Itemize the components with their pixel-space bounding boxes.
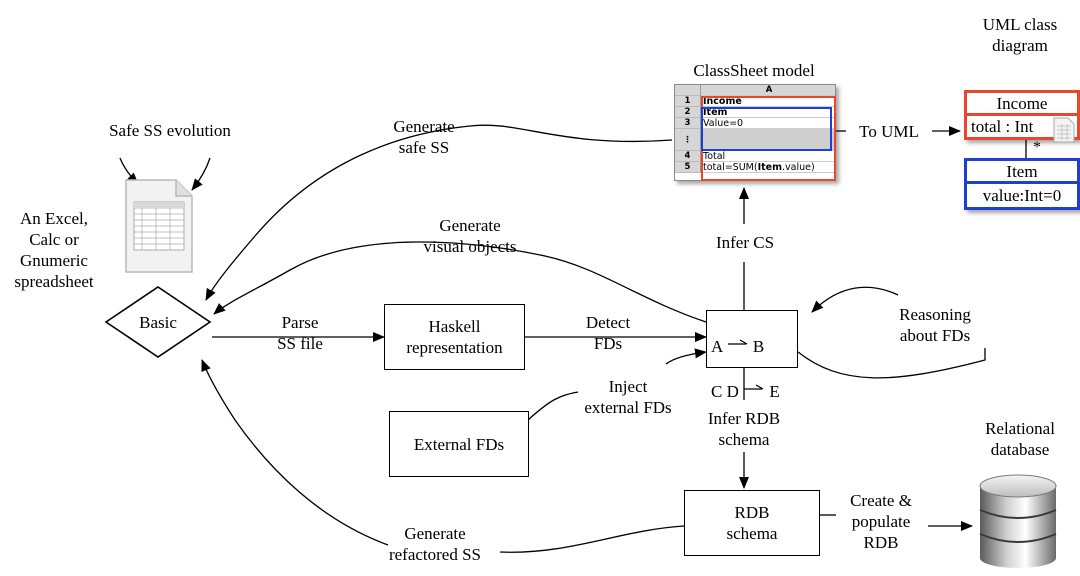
label-inject: Inject external FDs bbox=[584, 377, 672, 417]
arrow-generate-safe bbox=[205, 124, 673, 301]
label-generate-refactored: Generate refactored SS bbox=[388, 524, 482, 564]
label-parse: Parse SS file bbox=[277, 313, 323, 353]
label-generate-visual: Generate visual objects bbox=[423, 216, 517, 256]
line-reasoning-out bbox=[797, 348, 986, 379]
classsheet-table: A 1 Income 2 Item 3 Value=0 ⋮ 4 Total 5 … bbox=[674, 84, 836, 181]
label-infer-cs: Infer CS bbox=[715, 233, 775, 252]
basic-diamond bbox=[104, 286, 212, 358]
fd2-right: E bbox=[769, 382, 780, 401]
label-infer-rdb: Infer RDB schema bbox=[707, 409, 781, 449]
classsheet-row: ⋮ bbox=[675, 129, 835, 151]
line-inject-external bbox=[527, 391, 579, 421]
arrow-reasoning-in bbox=[811, 286, 899, 313]
uml-multiplicity: * bbox=[1033, 139, 1041, 156]
classsheet-header-row: A bbox=[675, 85, 835, 96]
classsheet-row: 2 Item bbox=[675, 107, 835, 118]
uml-item-attr: value:Int=0 bbox=[982, 186, 1062, 205]
label-generate-safe: Generate safe SS bbox=[393, 117, 455, 157]
label-reasoning: Reasoning about FDs bbox=[899, 305, 971, 345]
arrow-inject bbox=[665, 348, 707, 365]
classsheet-row: 1 Income bbox=[675, 96, 835, 107]
uml-item-class: Item value:Int=0 bbox=[964, 158, 1080, 210]
fd1-right: B bbox=[752, 337, 765, 356]
fd-box: A B C D E bbox=[706, 310, 798, 401]
arrow-right-icon bbox=[743, 376, 765, 400]
label-create-populate: Create & populate RDB bbox=[850, 491, 912, 552]
database-icon bbox=[979, 474, 1057, 568]
label-relational-db: Relational database bbox=[985, 419, 1055, 459]
classsheet-title: ClassSheet model bbox=[693, 61, 815, 80]
classsheet-row: 4 Total bbox=[675, 151, 835, 162]
uml-title: UML class diagram bbox=[982, 15, 1058, 55]
label-safe-evolution: Safe SS evolution bbox=[109, 121, 231, 140]
label-detect: Detect FDs bbox=[585, 313, 631, 353]
arrow-safe-evolution-right bbox=[191, 157, 211, 191]
rdb-schema-box: RDB schema bbox=[684, 490, 820, 556]
basic-node-label: Basic bbox=[139, 313, 177, 332]
uml-income-attr: total : Int bbox=[971, 117, 1034, 136]
fd-row-1: A B bbox=[711, 335, 797, 359]
arrow-generate-visual bbox=[213, 241, 707, 323]
external-fds-box: External FDs bbox=[389, 411, 529, 477]
classsheet-row: 3 Value=0 bbox=[675, 118, 835, 129]
uml-income-name: Income bbox=[967, 93, 1077, 116]
spreadsheet-file-icon bbox=[125, 179, 193, 273]
fd1-left: A bbox=[711, 337, 723, 356]
classsheet-column-header: A bbox=[701, 85, 835, 96]
fd2-left: C D bbox=[711, 382, 739, 401]
arrow-refactored bbox=[201, 359, 389, 546]
line-refactored-from-rdb bbox=[499, 525, 685, 553]
classsheet-row: 5 total=SUM(Item.value) bbox=[675, 162, 835, 173]
arrow-right-icon bbox=[727, 331, 749, 355]
uml-item-name: Item bbox=[967, 161, 1077, 184]
haskell-representation-box: Haskell representation bbox=[384, 304, 525, 370]
label-spreadsheet-kinds: An Excel, Calc or Gnumeric spreadsheet bbox=[14, 209, 94, 291]
uml-income-class: Income total : Int bbox=[964, 90, 1080, 143]
fd-row-2: C D E bbox=[711, 380, 797, 404]
label-to-uml: To UML bbox=[859, 122, 919, 141]
spreadsheet-mini-icon bbox=[1053, 117, 1075, 143]
